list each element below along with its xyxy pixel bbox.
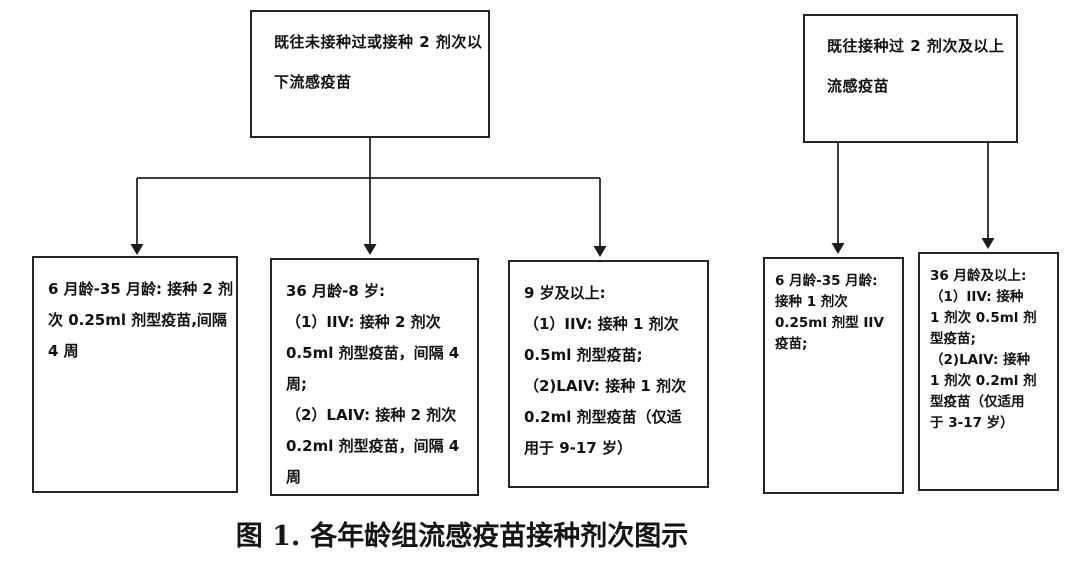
box-text-line: 既往未接种过或接种 2 剂次以 — [274, 33, 483, 51]
box-text-line: 周 — [286, 468, 302, 486]
box-text-line: 9 岁及以上: — [524, 284, 606, 302]
arrowhead-down-icon — [831, 243, 845, 254]
box-text-line: （1）IIV: 接种 — [930, 289, 1024, 305]
box-text-line: 0.5ml 剂型疫苗，间隔 4 — [286, 344, 460, 362]
arrowhead-down-icon — [363, 244, 377, 255]
box-text-line: 0.2ml 剂型疫苗，间隔 4 — [286, 437, 460, 455]
box-text-line: （1）IIV: 接种 1 剂次 — [524, 315, 679, 333]
box-age-9-years-and-above: 9 岁及以上: （1）IIV: 接种 1 剂次 0.5ml 剂型疫苗; （2)L… — [508, 260, 709, 488]
box-text-line: 流感疫苗 — [827, 77, 890, 95]
box-text-line: （1）IIV: 接种 2 剂次 — [286, 313, 441, 331]
box-age-36-months-and-above: 36 月龄及以上: （1）IIV: 接种 1 剂次 0.5ml 剂 型疫苗; （… — [918, 252, 1059, 491]
box-text-line: 1 剂次 0.5ml 剂 — [930, 310, 1037, 326]
box-text-line: 周; — [286, 375, 307, 393]
box-text-line: 6 月龄-35 月龄: 接种 2 剂 — [48, 280, 234, 298]
box-text-line: 型疫苗; — [930, 331, 976, 347]
figure-caption-text: 各年龄组流感疫苗接种剂次图示 — [310, 521, 689, 552]
box-text-line: 0.2ml 剂型疫苗（仅适 — [524, 408, 682, 426]
box-age-36-months-to-8-years: 36 月龄-8 岁: （1）IIV: 接种 2 剂次 0.5ml 剂型疫苗，间隔… — [270, 258, 479, 496]
box-text-line: 次 0.25ml 剂型疫苗,间隔 — [48, 311, 227, 329]
box-text-line: 型疫苗（仅适用 — [930, 394, 1025, 410]
box-text-line: 36 月龄及以上: — [930, 268, 1027, 284]
box-text-line: （2)LAIV: 接种 — [930, 352, 1031, 368]
box-text-line: 0.25ml 剂型 IIV — [775, 315, 884, 331]
box-text-line: 0.5ml 剂型疫苗; — [524, 346, 643, 364]
box-text-line: 1 剂次 0.2ml 剂 — [930, 373, 1037, 389]
box-text-line: 接种 1 剂次 — [775, 294, 848, 310]
box-text-line: （2)LAIV: 接种 1 剂次 — [524, 377, 687, 395]
box-history-under-2-doses: 既往未接种过或接种 2 剂次以 下流感疫苗 — [250, 10, 490, 138]
box-text-line: 4 周 — [48, 342, 79, 360]
box-age-6-35-months-revaccination: 6 月龄-35 月龄: 接种 1 剂次 0.25ml 剂型 IIV 疫苗; — [763, 257, 904, 494]
box-text-line: 疫苗; — [775, 336, 808, 352]
box-text-line: 36 月龄-8 岁: — [286, 282, 385, 300]
box-text-line: 于 3-17 岁） — [930, 415, 1014, 431]
box-text-line: （2）LAIV: 接种 2 剂次 — [286, 406, 457, 424]
figure-caption-number: 图 1. — [235, 521, 301, 552]
box-text-line: 用于 9-17 岁） — [524, 439, 632, 457]
figure-caption: 图 1. 各年龄组流感疫苗接种剂次图示 — [0, 514, 924, 553]
arrowhead-down-icon — [130, 244, 144, 255]
box-text-line: 既往接种过 2 剂次及以上 — [827, 37, 1005, 55]
arrowhead-down-icon — [593, 246, 607, 257]
arrowhead-down-icon — [981, 238, 995, 249]
box-history-2-or-more-doses: 既往接种过 2 剂次及以上 流感疫苗 — [803, 14, 1018, 143]
box-text-line: 下流感疫苗 — [274, 73, 352, 91]
box-text-line: 6 月龄-35 月龄: — [775, 273, 878, 289]
box-age-6-35-months: 6 月龄-35 月龄: 接种 2 剂 次 0.25ml 剂型疫苗,间隔 4 周 — [32, 256, 238, 493]
